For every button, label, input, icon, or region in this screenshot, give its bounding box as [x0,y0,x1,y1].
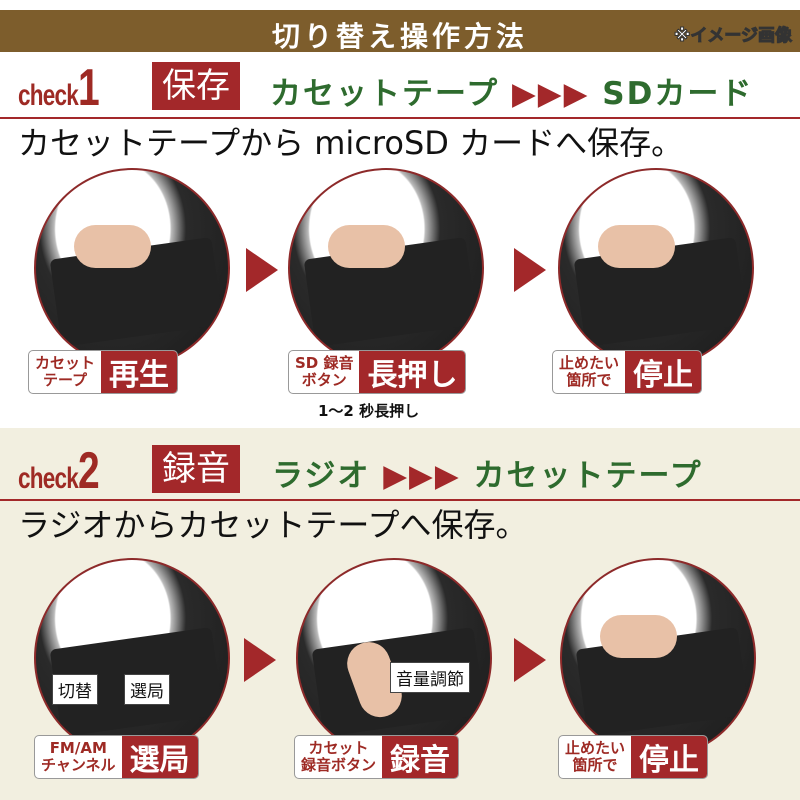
photo-cassette-record [296,558,492,758]
divider [0,499,800,501]
hold-note: 1～2 秒長押し [318,402,420,420]
callout-volume: 音量調節 [390,662,470,693]
photo-radio-tuning [34,558,230,758]
callout-tuning: 選局 [124,674,170,705]
arrow-right-icon [246,248,278,292]
check-label-1: check1 [18,59,100,117]
step-label: カセットテープ再生 [28,350,179,394]
photo-stop [560,558,756,758]
photo-stop [558,168,754,368]
callout-switch: 切替 [52,674,98,705]
tag-save: 保存 [152,62,240,110]
check-label-2: check2 [18,442,100,500]
arrow-right-icon [514,248,546,292]
subtitle-1: カセットテープから microSD カードへ保存。 [18,124,684,162]
arrow-right-icon [244,638,276,682]
image-note: ※イメージ画像 [673,26,792,47]
photo-sd-record [288,168,484,368]
header-title: 切り替え操作方法 [271,20,528,53]
flow-1: カセットテープ ▶▶▶ SDカード [270,76,754,112]
arrow-right-icon [514,638,546,682]
step-label: カセット録音ボタン録音 [294,735,460,779]
tag-record: 録音 [152,445,240,493]
step-label: 止めたい箇所で停止 [558,735,709,779]
subtitle-2: ラジオからカセットテープへ保存。 [18,506,528,544]
step-label: 止めたい箇所で停止 [552,350,703,394]
header-bar: 切り替え操作方法 ※イメージ画像 [0,10,800,53]
step-label: SD 録音ボタン長押し [288,350,467,394]
photo-cassette-play [34,168,230,368]
divider [0,117,800,119]
flow-2: ラジオ ▶▶▶ カセットテープ [272,458,703,494]
